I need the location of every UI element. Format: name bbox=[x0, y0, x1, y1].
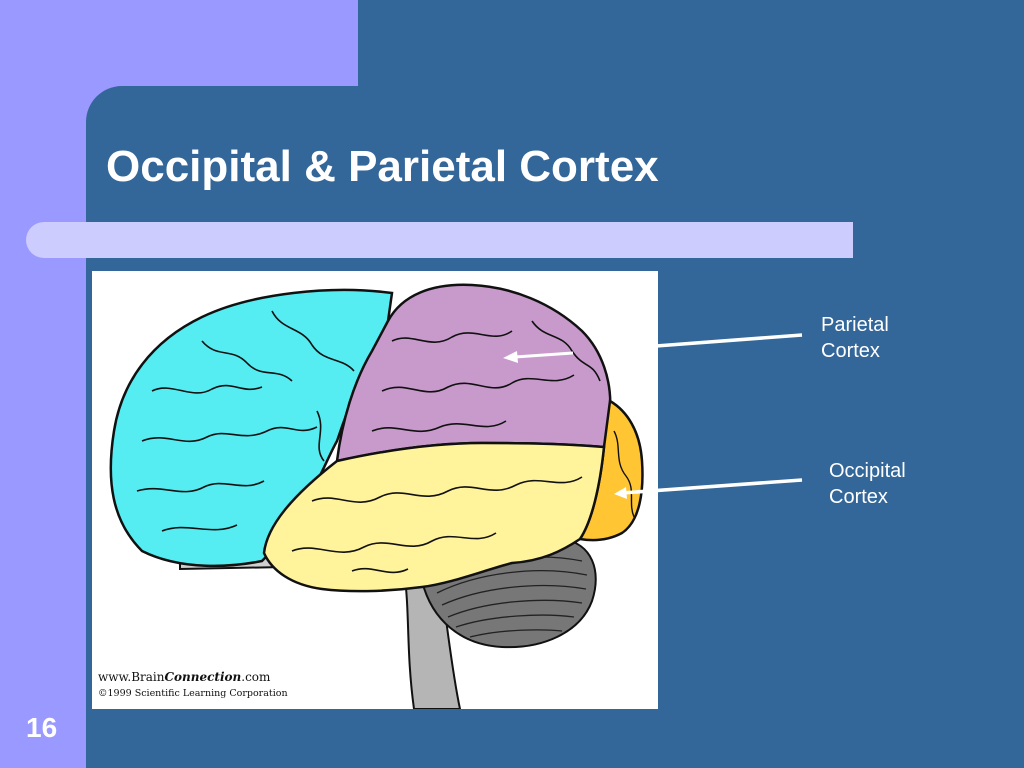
header-band bbox=[358, 0, 1024, 90]
cerebellum-folds bbox=[436, 556, 588, 638]
slide-title: Occipital & Parietal Cortex bbox=[106, 142, 659, 191]
temporal-gyri bbox=[291, 476, 583, 574]
credit-line-1: www.BrainConnection.com bbox=[98, 670, 271, 684]
temporal-lobe bbox=[262, 441, 606, 593]
occipital-gyri bbox=[613, 430, 635, 518]
title-underline-bar bbox=[26, 222, 853, 258]
brain-diagram: www.BrainConnection.com ©1999 Scientific… bbox=[92, 271, 658, 709]
slide-number: 16 bbox=[26, 712, 58, 743]
frontal-gyri bbox=[136, 310, 355, 532]
occipital-cortex-label: Occipital Cortex bbox=[829, 460, 906, 508]
parietal-cortex-label: Parietal Cortex bbox=[821, 314, 889, 362]
frontal-lobe bbox=[109, 288, 394, 568]
credit-line-2: ©1999 Scientific Learning Corporation bbox=[98, 688, 288, 699]
parietal-gyri bbox=[371, 320, 601, 432]
